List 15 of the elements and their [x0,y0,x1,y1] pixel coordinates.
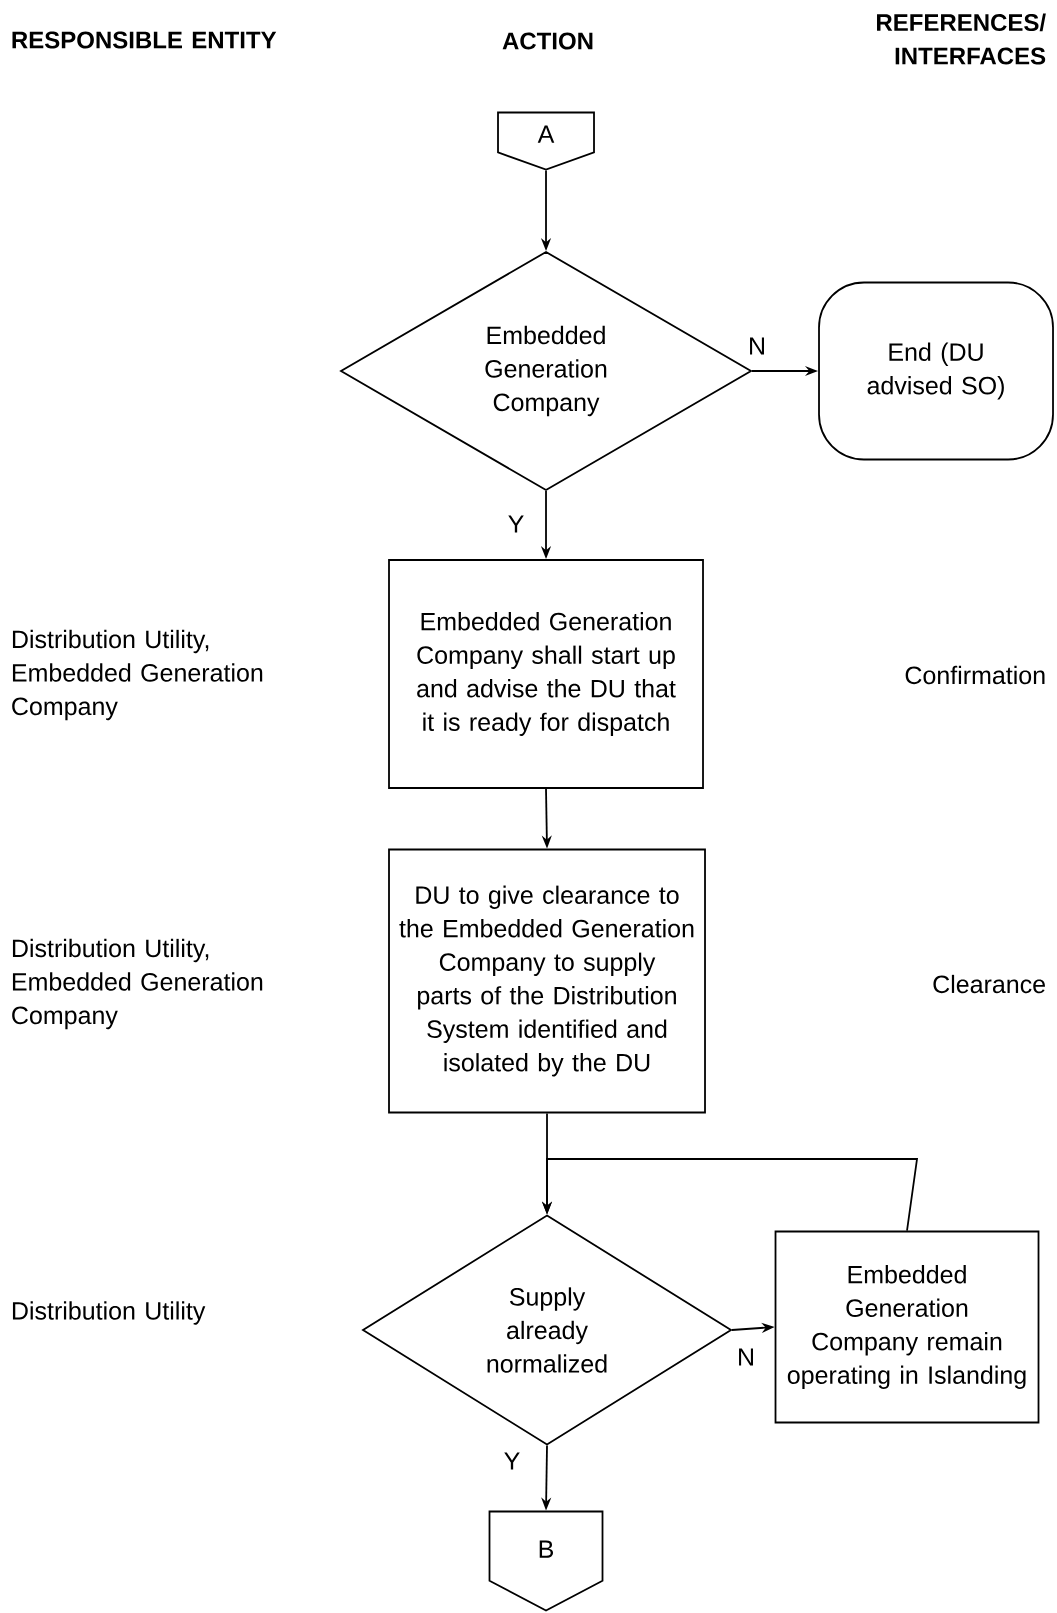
entity-label: Distribution Utility, Embedded Generation Company [12,938,263,1030]
process-box: Embedded Generation Company remain operating in Islanding [774,1230,1040,1424]
reference-label: Confirmation [905,665,1045,685]
entity-label: Distribution Utility, Embedded Generation Company [12,629,263,721]
reference-label: Clearance [933,974,1045,994]
column-header: REFERENCES/ INTERFACES [877,13,1046,65]
process-box: DU to give clearance to the Embedded Generation Company to supply parts of the Distribution System identified and isolated by the DU [388,848,706,1114]
column-header: RESPONSIBLE ENTITY [12,31,277,49]
edge-label: N [736,1347,757,1367]
process-box: Embedded Generation Company shall start up and advise the DU that it is ready for dispatch [388,559,704,789]
edge-label: Y [502,1451,522,1471]
column-header: ACTION [502,32,593,50]
entity-label: Distribution Utility [12,1301,206,1325]
edge-label: Y [506,514,526,534]
terminator-box: End (DU advised SO) [818,281,1054,461]
